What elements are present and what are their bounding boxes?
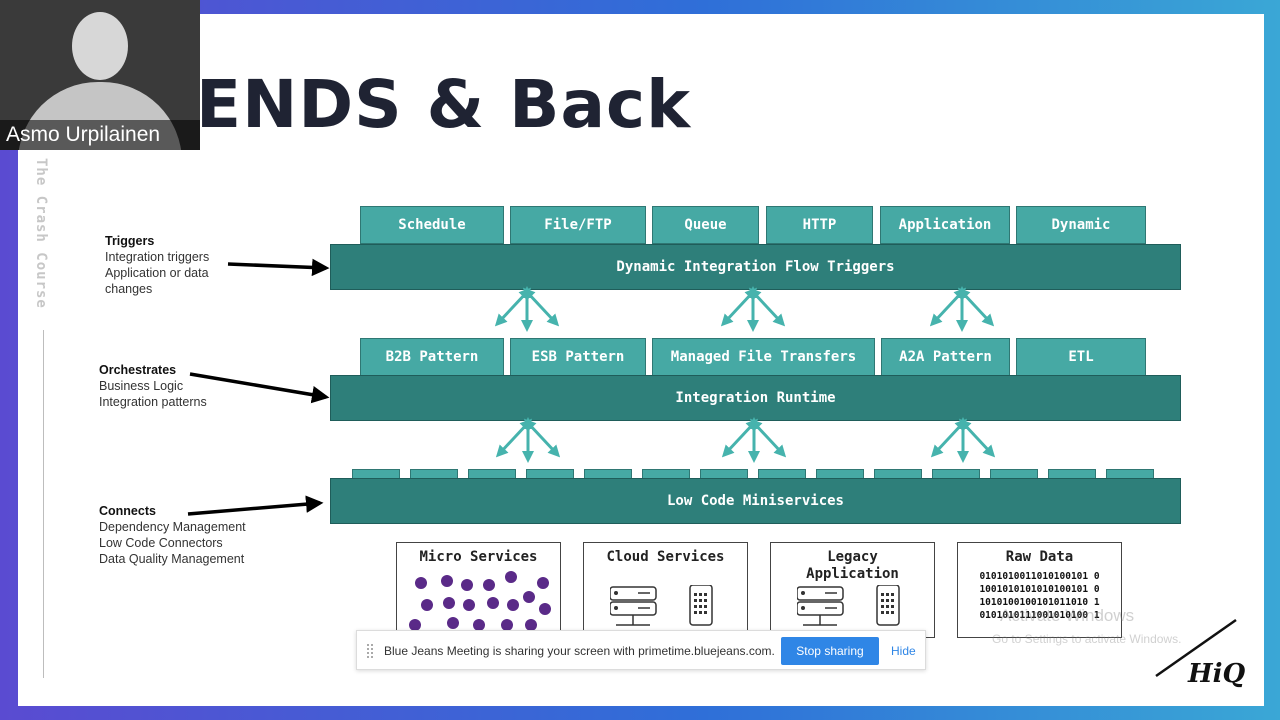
microservice-dot-icon: [501, 619, 513, 631]
participant-name: Asmo Urpilainen: [0, 120, 200, 150]
label-line: Integration patterns: [99, 395, 207, 409]
source-title-line: Legacy: [827, 549, 878, 565]
hiq-logo: HiQ: [1155, 618, 1245, 689]
label-line: Low Code Connectors: [99, 536, 223, 550]
fan-arrow: [495, 417, 561, 463]
pattern-tab-b2b: B2B Pattern: [360, 338, 504, 376]
share-message: Blue Jeans Meeting is sharing your scree…: [384, 644, 775, 658]
trigger-tab-http: HTTP: [766, 206, 873, 244]
label-connects-title: Connects: [99, 504, 156, 518]
source-title: Cloud Services: [606, 549, 725, 565]
label-triggers-title: Triggers: [105, 234, 155, 248]
source-legacy-application: Legacy Application: [770, 542, 935, 638]
server-and-phone-icon: [797, 585, 900, 626]
binary-data-block: 0101010011010100101 0 100101010101010010…: [958, 570, 1121, 622]
label-line: Application or data: [105, 266, 209, 280]
microservice-dot-icon: [539, 603, 551, 615]
microservice-dot-icon: [525, 619, 537, 631]
label-line: Business Logic: [99, 379, 184, 393]
pattern-tab-esb: ESB Pattern: [510, 338, 646, 376]
fan-arrow: [721, 417, 787, 463]
microservice-dot-icon: [505, 571, 517, 583]
microservice-dot-icon: [483, 579, 495, 591]
microservice-dot-icon: [473, 619, 485, 631]
microservice-dot-icon: [421, 599, 433, 611]
microservice-dot-icon: [487, 597, 499, 609]
pattern-tab-mft: Managed File Transfers: [652, 338, 875, 376]
microservice-dot-icon: [507, 599, 519, 611]
microservice-dot-icon: [415, 577, 427, 589]
source-micro-services: Micro Services: [396, 542, 561, 638]
microservice-dot-icon: [523, 591, 535, 603]
drag-handle-icon[interactable]: [367, 644, 373, 658]
source-title: Raw Data: [1005, 549, 1074, 565]
screen-share-bar: Blue Jeans Meeting is sharing your scree…: [356, 630, 926, 670]
pointer-arrow-triggers: [227, 258, 330, 277]
label-orchestrates: Orchestrates Business Logic Integration …: [99, 362, 207, 410]
source-cloud-services: Cloud Services: [583, 542, 748, 638]
miniservices-bar: Low Code Miniservices: [330, 478, 1181, 524]
label-connects: Connects Dependency Management Low Code …: [99, 503, 246, 567]
label-line: Integration triggers: [105, 250, 210, 264]
source-raw-data: Raw Data 0101010011010100101 0 100101010…: [957, 542, 1122, 638]
microservice-dot-icon: [409, 619, 421, 631]
binary-line: 0101010011010100101 0: [979, 571, 1100, 582]
fan-arrow: [720, 286, 786, 332]
pattern-tab-a2a: A2A Pattern: [881, 338, 1010, 376]
microservice-dot-icon: [463, 599, 475, 611]
source-title: Micro Services: [419, 549, 538, 565]
stop-sharing-button[interactable]: Stop sharing: [781, 637, 879, 665]
hide-share-bar-link[interactable]: Hide: [891, 644, 916, 658]
label-orchestrates-title: Orchestrates: [99, 363, 177, 377]
webcam-thumbnail: Asmo Urpilainen: [0, 0, 200, 150]
binary-line: 1010100100101011010 1: [979, 597, 1100, 608]
activation-watermark-title: Activate Windows: [1000, 606, 1135, 625]
label-line: changes: [105, 282, 153, 296]
trigger-tab-schedule: Schedule: [360, 206, 504, 244]
fan-arrow: [494, 286, 560, 332]
slide-title: ENDS & Back: [196, 66, 692, 143]
source-title: Legacy Application: [771, 543, 934, 583]
label-line: Data Quality Management: [99, 552, 245, 566]
side-divider: [43, 330, 44, 678]
server-and-phone-icon: [610, 585, 713, 626]
participant-head: [72, 12, 128, 80]
microservice-dot-icon: [537, 577, 549, 589]
trigger-tab-queue: Queue: [652, 206, 759, 244]
source-title-line: Application: [806, 566, 899, 582]
pointer-arrow-connects: [187, 495, 324, 516]
microservice-dot-icon: [443, 597, 455, 609]
trigger-tab-application: Application: [880, 206, 1010, 244]
trigger-tab-file-ftp: File/FTP: [510, 206, 646, 244]
pointer-arrow-orchestrates: [189, 372, 330, 404]
microservice-dot-icon: [461, 579, 473, 591]
side-course-label: The Crash Course: [33, 158, 49, 309]
label-triggers: Triggers Integration triggers Applicatio…: [105, 233, 209, 297]
fan-arrow: [929, 286, 995, 332]
activation-watermark-subtitle: Go to Settings to activate Windows.: [992, 632, 1182, 646]
fan-arrow: [930, 417, 996, 463]
logo-text: HiQ: [1187, 659, 1245, 689]
microservice-dot-icon: [441, 575, 453, 587]
binary-line: 0101010111001010100 1: [979, 610, 1100, 621]
microservice-dot-icon: [447, 617, 459, 629]
triggers-bar: Dynamic Integration Flow Triggers: [330, 244, 1181, 290]
trigger-tab-dynamic: Dynamic: [1016, 206, 1146, 244]
label-line: Dependency Management: [99, 520, 246, 534]
binary-line: 1001010101010100101 0: [979, 584, 1100, 595]
